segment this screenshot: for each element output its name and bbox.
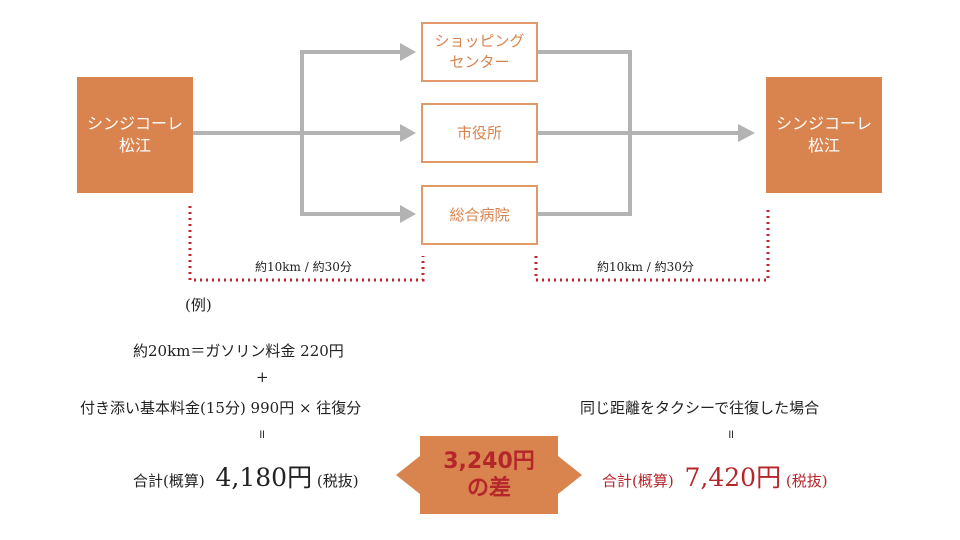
dotted-bracket-left <box>188 206 425 282</box>
stop-box-general-hospital: 総合病院 <box>421 185 538 245</box>
destination-name: シンジコーレ <box>775 114 872 133</box>
calc-equals-sign: ॥ <box>258 427 266 441</box>
dotted-bracket-right <box>534 206 770 282</box>
calc-total-label: 合計(概算) <box>133 472 205 490</box>
stop-label: 市役所 <box>456 123 502 142</box>
origin-city: 松江 <box>118 136 151 155</box>
calc-plus-sign: + <box>256 368 269 386</box>
destination-city: 松江 <box>807 136 840 155</box>
example-label: (例) <box>185 296 212 314</box>
arrowhead-hospital <box>400 205 416 223</box>
stop-box-city-hall: 市役所 <box>421 103 538 163</box>
calc-attendant-fee-line: 付き添い基本料金(15分) 990円 × 往復分 <box>80 399 362 417</box>
dotted-distance-brackets <box>188 206 770 282</box>
stop-label-line2: センター <box>449 53 510 71</box>
calc-gasoline-line: 約20km＝ガソリン料金 220円 <box>133 342 344 360</box>
difference-amount: 3,240円 <box>443 449 535 474</box>
gray-arrowheads <box>400 43 755 223</box>
taxi-total-value: 7,420円 <box>684 463 782 492</box>
stop-label-line1: ショッピング <box>434 32 525 50</box>
calc-total-suffix: (税抜) <box>316 472 359 490</box>
taxi-comparison-line: 同じ距離をタクシーで往復した場合 <box>580 399 820 417</box>
taxi-total-label: 合計(概算) <box>602 472 674 490</box>
arrowhead-shopping <box>400 43 416 61</box>
arrowhead-cityhall <box>400 124 416 142</box>
taxi-equals-sign: ॥ <box>727 427 735 441</box>
origin-box: シンジコーレ 松江 <box>77 77 193 193</box>
calc-total: 合計(概算) 4,180円 (税抜) <box>133 458 359 494</box>
taxi-total: 合計(概算) 7,420円 (税抜) <box>602 458 828 494</box>
distance-label-right: 約10km / 約30分 <box>597 260 694 274</box>
calc-total-value: 4,180円 <box>215 463 313 492</box>
origin-name: シンジコーレ <box>86 114 183 133</box>
gray-connectors <box>193 50 740 216</box>
destination-box: シンジコーレ 松江 <box>766 77 882 193</box>
stop-label: 総合病院 <box>449 205 510 224</box>
difference-text: の差 <box>466 476 511 501</box>
distance-label-left: 約10km / 約30分 <box>255 260 352 274</box>
stop-box-shopping-center: ショッピング センター <box>421 22 538 82</box>
taxi-total-suffix: (税抜) <box>785 472 828 490</box>
difference-badge: 3,240円 の差 <box>420 436 558 514</box>
arrowhead-destination <box>738 124 755 142</box>
